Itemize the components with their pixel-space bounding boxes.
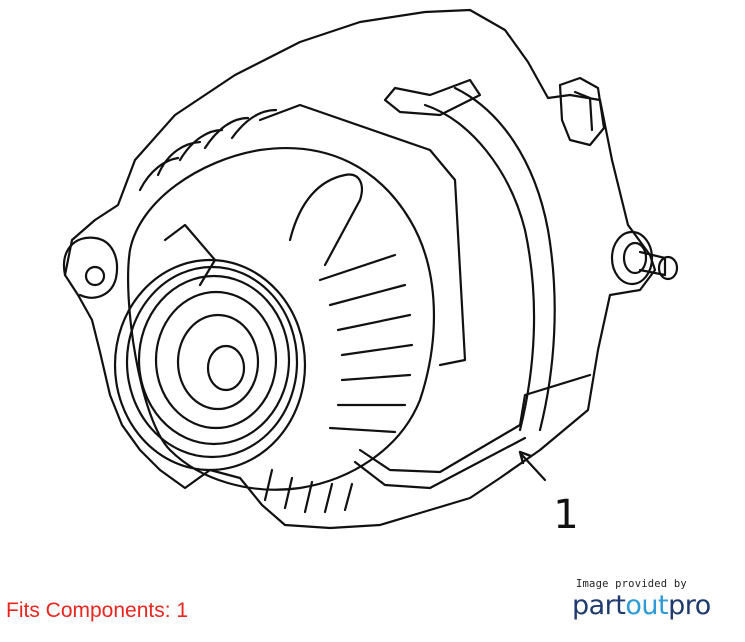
mounting-ear-left xyxy=(62,236,119,299)
bottom-flange xyxy=(358,373,592,474)
fits-components-label: Fits Components: 1 xyxy=(6,599,189,622)
logo-out: out xyxy=(625,590,669,621)
spoke-top xyxy=(288,173,363,267)
credit-text: Image provided by xyxy=(576,578,687,590)
callout-number: 1 xyxy=(553,492,579,538)
image-credit: Image provided by partoutpro xyxy=(572,576,732,626)
callout-leader xyxy=(520,453,547,482)
alternator-body-outline xyxy=(63,8,657,530)
front-housing xyxy=(127,147,436,491)
logo-pro: pro xyxy=(668,590,711,621)
mounting-hole-left xyxy=(84,265,106,287)
rear-housing xyxy=(423,103,536,432)
alternator-diagram xyxy=(62,8,679,530)
top-clip xyxy=(383,78,482,117)
spoke-left xyxy=(163,223,217,287)
logo-part: part xyxy=(572,590,626,621)
bolt-head xyxy=(558,76,606,147)
callout-arrowhead xyxy=(518,450,533,465)
terminal-stud xyxy=(610,230,679,286)
pulley xyxy=(113,258,307,472)
partoutpro-logo[interactable]: partoutpro xyxy=(572,588,711,624)
cooling-fins xyxy=(138,108,414,514)
